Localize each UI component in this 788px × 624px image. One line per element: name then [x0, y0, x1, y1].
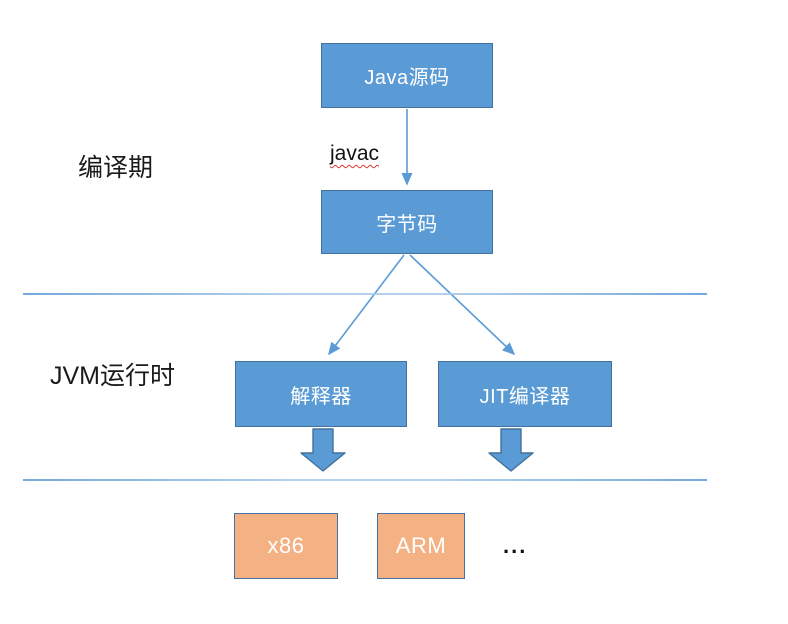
edge-bytecode-jit [409, 254, 516, 356]
divider-compile-runtime [23, 293, 707, 295]
node-arm: ARM [377, 513, 465, 579]
node-jit-compiler: JIT编译器 [438, 361, 612, 427]
block-arrow-interpreter-down [300, 428, 346, 472]
label-compile-phase: 编译期 [78, 154, 154, 182]
divider-runtime-hardware [23, 479, 707, 481]
node-interpreter: 解释器 [235, 361, 407, 427]
edge-bytecode-interpreter [328, 254, 405, 356]
label-jvm-runtime: JVM运行时 [50, 362, 176, 390]
label-ellipsis-more-architectures: ... [503, 533, 528, 558]
node-x86: x86 [234, 513, 338, 579]
node-java-source: Java源码 [321, 43, 493, 108]
block-arrow-jit-down [488, 428, 534, 472]
node-bytecode: 字节码 [321, 190, 493, 254]
edge-label-javac: javac [330, 142, 380, 165]
